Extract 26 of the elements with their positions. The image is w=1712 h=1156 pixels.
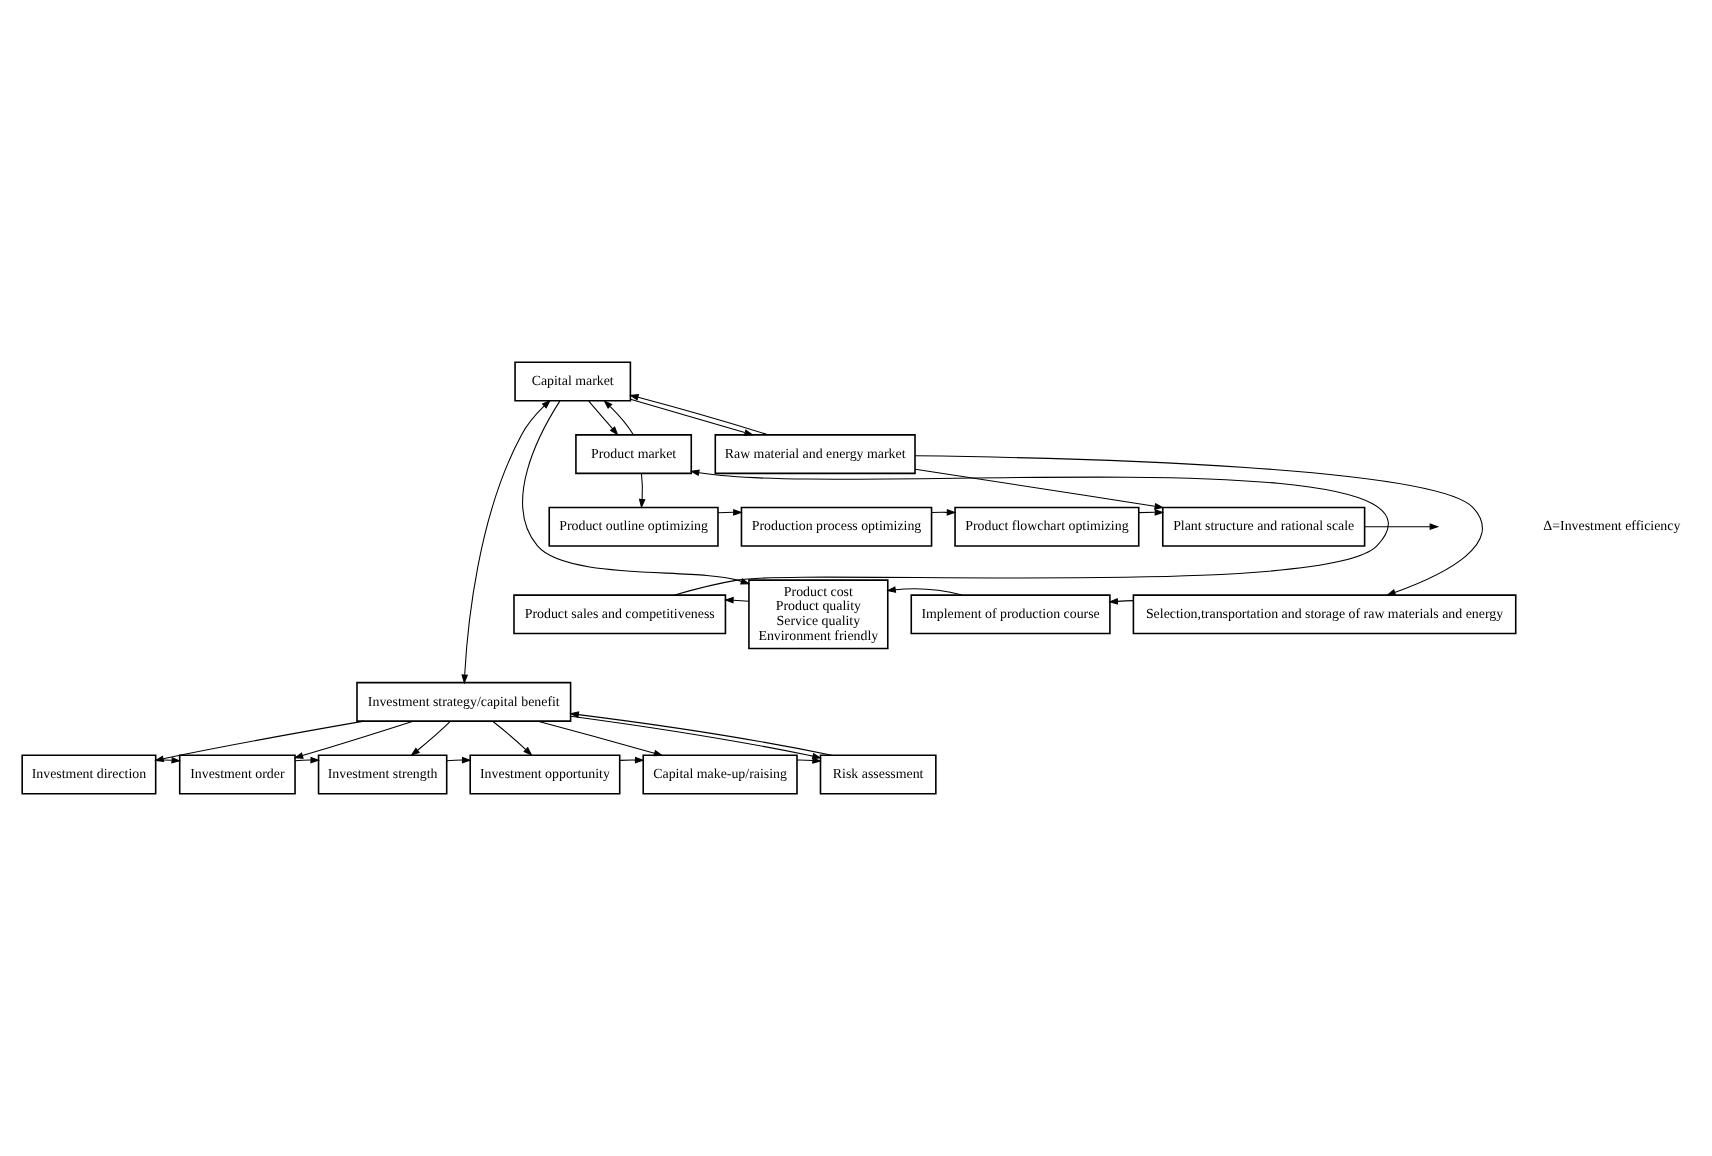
arrow xyxy=(569,711,833,756)
arrow xyxy=(914,468,1165,510)
arrow xyxy=(638,473,646,509)
arrow xyxy=(629,394,769,436)
arrow xyxy=(1364,523,1440,531)
arrow xyxy=(1108,597,1134,605)
arrow xyxy=(619,756,645,764)
arrow xyxy=(293,720,414,759)
arrow xyxy=(294,756,321,764)
arrow xyxy=(914,455,1483,596)
arrow xyxy=(522,400,751,585)
arrow xyxy=(1138,508,1165,516)
arrow xyxy=(931,509,957,516)
arrow xyxy=(537,720,664,757)
arrow xyxy=(570,715,822,760)
arrow xyxy=(603,399,634,435)
arrow xyxy=(886,586,963,596)
arrow xyxy=(446,756,472,764)
arrow xyxy=(796,757,822,764)
arrow xyxy=(724,596,750,604)
arrow xyxy=(461,399,551,685)
arrow xyxy=(492,720,533,756)
arrow xyxy=(588,400,619,436)
arrow xyxy=(674,469,1389,596)
arrow xyxy=(410,720,451,757)
arrow xyxy=(629,398,754,436)
